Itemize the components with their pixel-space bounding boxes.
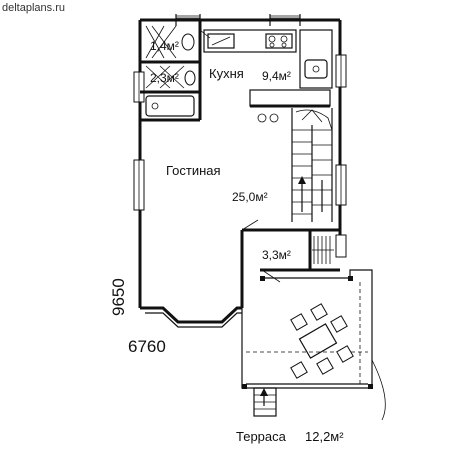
terrace-structure — [241, 269, 386, 421]
kitchen-fixtures — [203, 29, 333, 123]
kitchen-area: 9,4м² — [262, 69, 291, 83]
dimension-length: 9650 — [109, 278, 128, 316]
site-watermark: deltaplans.ru — [2, 2, 65, 14]
bath-small-area: 1,4м² — [150, 39, 179, 53]
living-area: 25,0м² — [232, 190, 268, 204]
terrace-name: Терраса — [236, 429, 287, 444]
staircase — [291, 108, 333, 222]
terrace-area: 12,2м² — [305, 429, 344, 444]
bath-2-area: 2,3м² — [150, 71, 179, 85]
storage-room — [241, 219, 340, 283]
storage-area: 3,3м² — [262, 248, 291, 262]
bathroom-block — [140, 20, 211, 122]
dimension-width: 6760 — [128, 337, 166, 356]
kitchen-name: Кухня — [209, 66, 244, 81]
windows — [133, 54, 347, 258]
living-name: Гостиная — [166, 163, 221, 178]
